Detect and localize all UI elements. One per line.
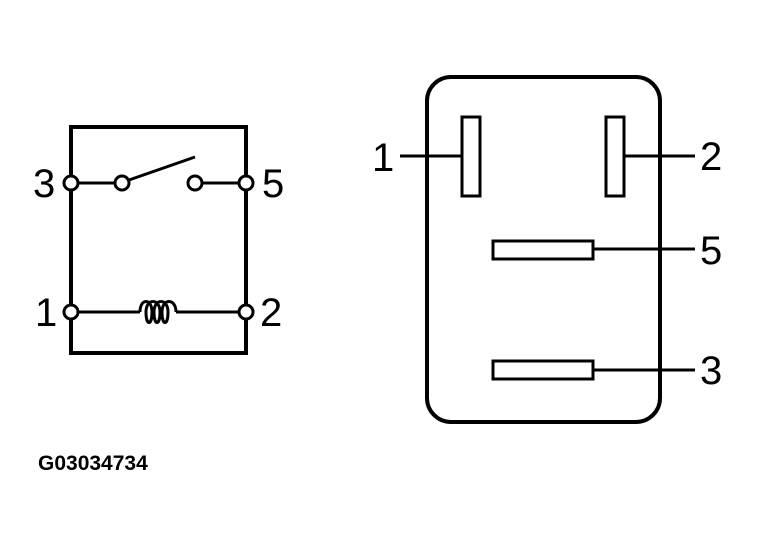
connector-pin-1-label: 1 — [372, 136, 394, 180]
terminal-2 — [237, 303, 255, 321]
switch-arm — [128, 155, 196, 182]
blade-3 — [491, 359, 595, 381]
connector-pin-3-label: 3 — [700, 349, 722, 393]
relay-schematic: 3 5 1 2 — [33, 125, 284, 355]
coil-symbol — [138, 300, 178, 324]
schematic-pin-1-label: 1 — [35, 291, 57, 335]
connector-pin-2-label: 2 — [700, 135, 722, 179]
schematic-pin-5-label: 5 — [262, 162, 284, 206]
switch-circuit — [71, 155, 246, 192]
blade-5 — [491, 239, 595, 261]
coil-circuit — [71, 300, 246, 324]
figure-code: G03034734 — [38, 452, 148, 475]
schematic-pin-3-label: 3 — [33, 162, 55, 206]
blade-1 — [460, 115, 482, 198]
connector-pin-5-label: 5 — [700, 229, 722, 273]
terminal-1 — [62, 303, 80, 321]
schematic-pin-2-label: 2 — [260, 291, 282, 335]
switch-open-contact — [186, 174, 204, 192]
switch-pivot-contact — [113, 174, 131, 192]
terminal-5 — [237, 174, 255, 192]
schematic-box — [69, 125, 248, 355]
terminal-3 — [62, 174, 80, 192]
blade-2 — [604, 115, 626, 198]
relay-connector: 1 2 5 3 — [372, 75, 722, 424]
